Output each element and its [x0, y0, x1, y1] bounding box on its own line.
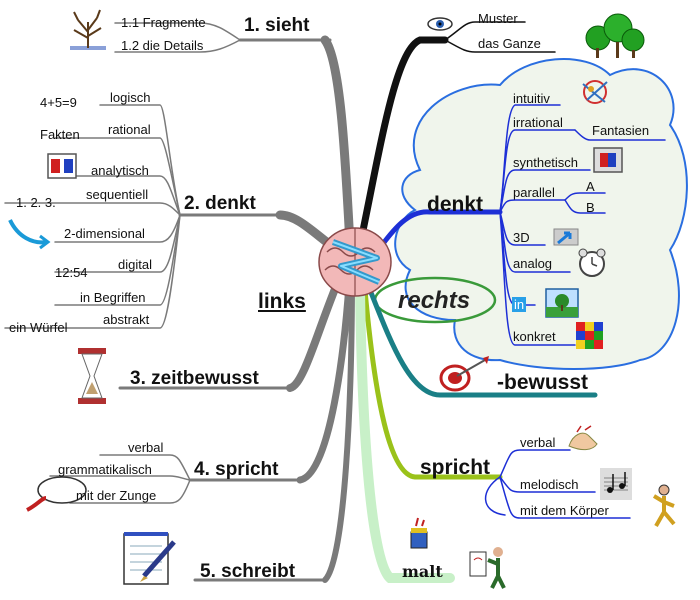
label-1254: 12:54	[55, 265, 88, 280]
hourglass-icon	[78, 348, 106, 404]
label-a: A	[586, 179, 595, 194]
paint-bucket-icon	[410, 517, 428, 549]
alarm-clock-icon	[578, 248, 606, 277]
heading-malt: malt	[402, 562, 443, 581]
label-konkret: konkret	[513, 329, 556, 344]
label-melodisch: melodisch	[520, 477, 579, 492]
label-ein-wuerfel: ein Würfel	[9, 320, 68, 335]
right-brain-cloud	[394, 58, 688, 370]
heading-rechts: rechts	[398, 287, 471, 314]
label-parallel: parallel	[513, 185, 555, 200]
label-fakten: Fakten	[40, 127, 80, 142]
heading-spricht-left: 4. spricht	[194, 459, 279, 480]
label-analytisch: analytisch	[91, 163, 149, 178]
target-icon	[439, 356, 489, 392]
label-logisch: logisch	[110, 90, 151, 105]
fantasy-art-icon	[582, 80, 608, 104]
branch-schreibt	[322, 272, 355, 583]
label-123: 1. 2. 3.	[16, 195, 56, 210]
heading-denkt-left: 2. denkt	[184, 193, 256, 214]
label-analog: analog	[513, 256, 553, 271]
label-verbal-right: verbal	[520, 435, 556, 450]
clapping-hands-icon	[568, 425, 598, 451]
label-grammatikalisch: grammatikalisch	[58, 462, 152, 477]
winter-tree-icon	[70, 9, 106, 50]
branch-sieht	[320, 35, 355, 250]
label-mit-der-zunge: mit der Zunge	[76, 488, 157, 503]
notepad-icon	[123, 532, 176, 585]
painter-icon	[469, 547, 506, 589]
heading-spricht-right: spricht	[420, 456, 491, 479]
puzzle-joined-icon	[593, 147, 623, 173]
label-intuitiv: intuitiv	[513, 91, 550, 106]
label-mit-dem-koerper: mit dem Körper	[520, 503, 609, 518]
speech-bubble-icon	[26, 476, 87, 512]
branch-spricht-links	[296, 266, 354, 484]
label-in-begriffen: in Begriffen	[80, 290, 146, 305]
moving-figure-icon	[652, 484, 676, 527]
label-sequentiell: sequentiell	[86, 187, 149, 202]
landscape-picture-icon	[545, 288, 579, 318]
heading-links: links	[258, 290, 306, 313]
puzzle-icon	[47, 153, 77, 179]
label-b: B	[586, 200, 595, 215]
eye-icon	[427, 17, 453, 31]
label-digital: digital	[118, 257, 152, 272]
music-notes-icon	[600, 468, 632, 500]
label-das-ganze: das Ganze	[478, 36, 541, 51]
label-irrational: irrational	[513, 115, 563, 130]
brain-icon	[318, 227, 392, 297]
label-fragmente: 1.1 Fragmente	[121, 15, 206, 30]
label-fantasien: Fantasien	[592, 123, 650, 138]
heading-denkt-right: denkt	[427, 193, 484, 216]
label-verbal-left: verbal	[128, 440, 164, 455]
forest-icon	[585, 13, 645, 58]
label-muster: Muster	[478, 11, 518, 26]
label-abstrakt: abstrakt	[103, 312, 150, 327]
heading-bewusst: -bewusst	[497, 371, 589, 394]
rubiks-cube-icon	[576, 322, 603, 349]
label-4plus5: 4+5=9	[40, 95, 77, 110]
label-details: 1.2 die Details	[121, 38, 204, 53]
arrow-swoosh-icon	[8, 219, 51, 250]
label-synthetisch: synthetisch	[513, 155, 579, 170]
label-rational: rational	[108, 122, 151, 137]
label-in: in	[512, 297, 527, 312]
heading-zeitbewusst: 3. zeitbewusst	[130, 368, 259, 389]
label-3d: 3D	[513, 230, 530, 245]
label-2-dimensional: 2-dimensional	[64, 226, 145, 241]
cursor-3d-icon	[553, 228, 579, 246]
heading-schreibt: 5. schreibt	[200, 561, 296, 582]
heading-sieht: 1. sieht	[244, 15, 310, 36]
